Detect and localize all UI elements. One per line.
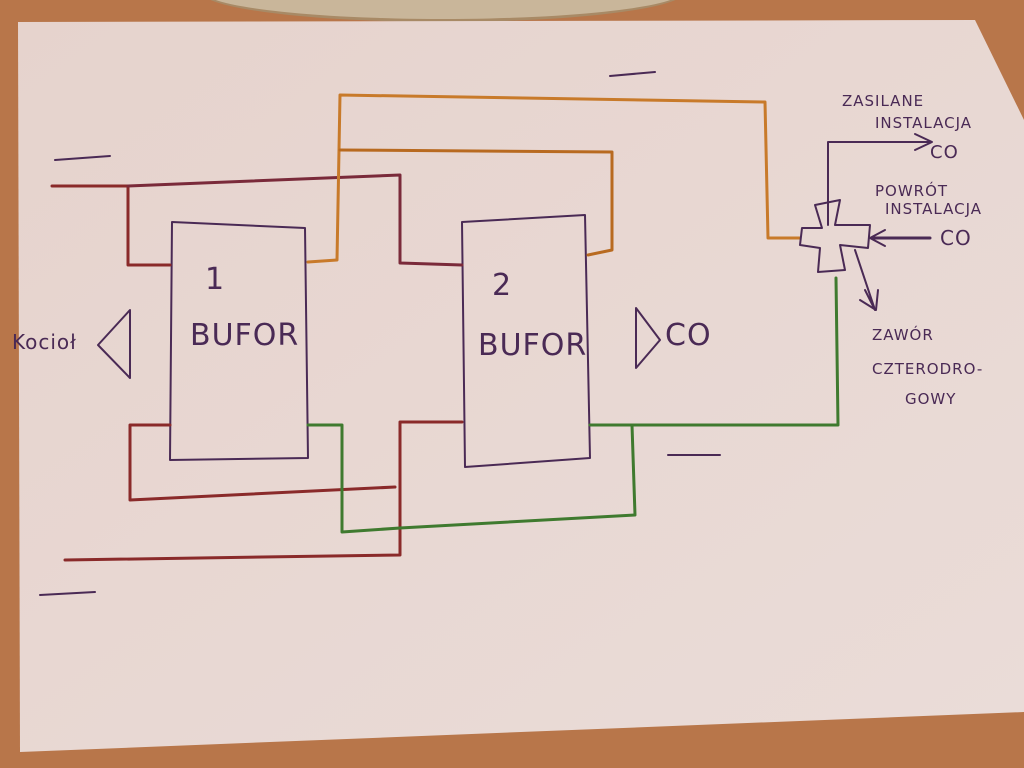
flow-arrow-outlet [39, 591, 96, 596]
flow-arrow-inlet [54, 155, 111, 161]
valve-label-3: GOWY [905, 390, 957, 408]
flow-arrow-top [609, 71, 656, 77]
supply-arrow [827, 141, 931, 226]
return-label-2: INSTALACJA [885, 200, 983, 218]
co-triangle-icon [635, 307, 661, 369]
paper-sheet [18, 20, 1024, 752]
return-label-1: POWRÓT [875, 182, 949, 200]
buffer-1-number: 1 [205, 262, 226, 297]
supply-label-1: ZASILANE [842, 92, 925, 110]
buffer-2-label: BUFOR [478, 328, 588, 363]
return-label-3: CO [940, 226, 972, 250]
supply-arrowhead [914, 133, 933, 151]
four-way-valve-icon [799, 199, 871, 273]
pipe-inlet-red [50, 184, 172, 267]
valve-label-2: CZTERODRO- [872, 360, 984, 378]
buffer-1-label: BUFOR [190, 318, 300, 353]
buffer-1-box [169, 221, 309, 461]
pipe-green-co [630, 276, 840, 427]
pipe-bottom-red-2 [63, 420, 464, 562]
supply-label-3: CO [930, 142, 959, 163]
pipe-bottom-red-1 [128, 423, 397, 502]
co-label: CO [665, 318, 712, 353]
boiler-triangle-icon [97, 309, 131, 379]
valve-label-1: ZAWÓR [872, 326, 934, 344]
pipe-orange-inner [338, 148, 614, 257]
return-arrowhead [869, 229, 886, 247]
boiler-label: Kocioł [12, 330, 77, 354]
valve-arrowhead [859, 289, 879, 311]
supply-label-2: INSTALACJA [875, 114, 973, 132]
buffer-2-box [461, 214, 591, 468]
buffer-2-number: 2 [492, 268, 513, 303]
pipe-orange-outer [306, 93, 802, 264]
pipe-top-red [126, 173, 464, 267]
